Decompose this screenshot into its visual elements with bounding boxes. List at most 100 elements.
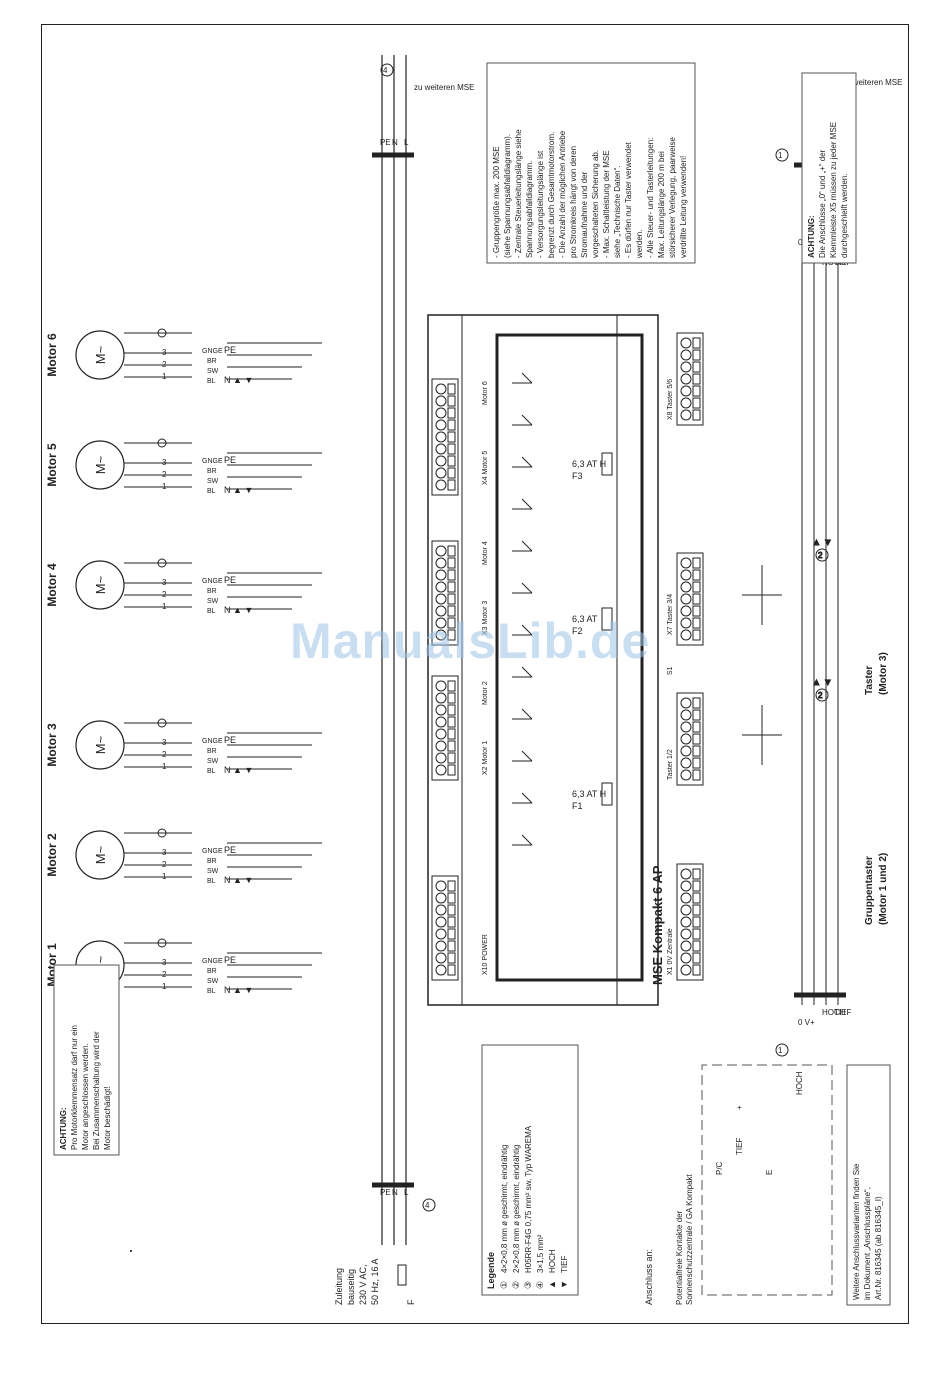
terminal-block-body <box>431 675 459 781</box>
pin-number: 1 <box>162 482 167 491</box>
terminal-slot <box>692 868 701 880</box>
wire-label-br: BR <box>207 858 217 865</box>
terminal-slot <box>692 880 701 892</box>
pin-number: 2 <box>162 860 167 869</box>
terminal-screw <box>435 704 447 716</box>
notes-box-border <box>486 62 696 264</box>
terminal-slot <box>447 569 456 581</box>
relay-contact-blade <box>521 498 533 510</box>
terminal-screw <box>680 880 692 892</box>
terminal-slot <box>447 892 456 904</box>
control-zero-left: 0 V <box>798 1018 811 1027</box>
fuse-f2: F26,3 AT <box>572 607 613 636</box>
marker-four-circle <box>380 63 394 77</box>
terminal-slot <box>447 383 456 395</box>
terminal-slot <box>692 617 701 629</box>
supply-line: 230 V AC, <box>358 1264 368 1305</box>
connection-pc: P/C <box>715 1161 724 1175</box>
terminal-x2 <box>431 675 459 781</box>
motor-3-label: Motor 3 <box>45 723 59 767</box>
wire-label-bl: BL <box>207 878 216 885</box>
pin-number: 1 <box>162 762 167 771</box>
achtung-left-box-title: ACHTUNG: <box>59 1107 68 1150</box>
terminal-screw <box>680 928 692 940</box>
control-plus-left: + <box>810 1018 815 1027</box>
terminal-slot <box>692 745 701 757</box>
terminal-screw <box>435 443 447 455</box>
notes-box-line: - Zentrale Steuerleitungslänge siehe <box>514 129 523 258</box>
terminal-screw <box>680 757 692 769</box>
terminal-slot <box>447 916 456 928</box>
terminal-screw <box>680 769 692 781</box>
terminal-slot <box>692 757 701 769</box>
fuse-rating: 6,3 AT H <box>572 789 606 799</box>
terminal-x8 <box>676 332 704 426</box>
relay-contact-blade <box>521 666 533 678</box>
notes-box-line: begrenzt durch Gesamtmotorstrom. <box>547 132 556 258</box>
control-tief-left: TIEF <box>834 1008 851 1017</box>
terminal-screw <box>435 952 447 964</box>
earth-icon <box>157 718 167 728</box>
wire-label-pe: PE <box>224 955 236 965</box>
terminal-slot <box>447 617 456 629</box>
terminal-slot <box>692 337 701 349</box>
marker-two-circle <box>815 688 829 702</box>
fuse-name: F3 <box>572 471 583 481</box>
wire-label-br: BR <box>207 588 217 595</box>
achtung-right-box-line: durchgeschleift werden. <box>840 174 849 259</box>
supply-line: bauseitig <box>346 1269 356 1305</box>
terminal-screw <box>435 593 447 605</box>
fuse-name: F1 <box>572 801 583 811</box>
group-switch-line2: (Motor 1 und 2) <box>878 853 889 925</box>
achtung-right-box-border <box>801 72 857 264</box>
wire-label-sw: SW <box>207 868 219 875</box>
switch-arrows: ▲ ▼ <box>812 677 832 687</box>
terminal-slot <box>447 740 456 752</box>
marker-two-circle <box>815 548 829 562</box>
terminal-slot <box>447 467 456 479</box>
terminal-screw <box>680 557 692 569</box>
relay-contact-blade <box>521 540 533 552</box>
wire-label-br: BR <box>207 748 217 755</box>
terminal-screw <box>680 892 692 904</box>
notes-box-line: Spannungsabfalldiagramm. <box>525 161 534 258</box>
terminal-slot <box>447 692 456 704</box>
terminal-slot <box>692 721 701 733</box>
relay-contact-blade <box>521 792 533 804</box>
terminal-screw <box>435 467 447 479</box>
terminal-slot <box>447 752 456 764</box>
terminal-slot <box>447 395 456 407</box>
wire-label-sw: SW <box>207 368 219 375</box>
marker-four: 4 <box>383 66 388 75</box>
terminal-slot <box>692 569 701 581</box>
achtung-left-box-line: Pro Motorklemmensatz darf nur ein <box>70 1025 79 1150</box>
terminal-screw <box>680 373 692 385</box>
motor-5-symbol-text: M~ <box>93 455 108 474</box>
terminal-screw <box>680 721 692 733</box>
label-s1: S1 <box>667 666 674 675</box>
switch-arrows: ▲ ▼ <box>812 537 832 547</box>
switch-m3-line2: (Motor 3) <box>878 652 889 695</box>
terminal-screw <box>435 605 447 617</box>
earth-icon <box>157 558 167 568</box>
terminal-screw <box>680 569 692 581</box>
marker-one-circle <box>775 148 789 162</box>
wire-label-n-arrows: N ▲ ▼ <box>224 985 253 995</box>
wire-label-n-arrows: N ▲ ▼ <box>224 765 253 775</box>
terminal-slot <box>692 629 701 641</box>
terminal-screw <box>435 764 447 776</box>
wire-label-pe: PE <box>224 735 236 745</box>
bus-l-right: L <box>404 138 409 147</box>
terminal-screw <box>435 395 447 407</box>
stray-dot <box>130 1250 132 1252</box>
earth-icon <box>157 438 167 448</box>
legend-num: ▼ <box>559 1280 569 1289</box>
terminal-screw <box>435 728 447 740</box>
terminal-screw <box>680 581 692 593</box>
